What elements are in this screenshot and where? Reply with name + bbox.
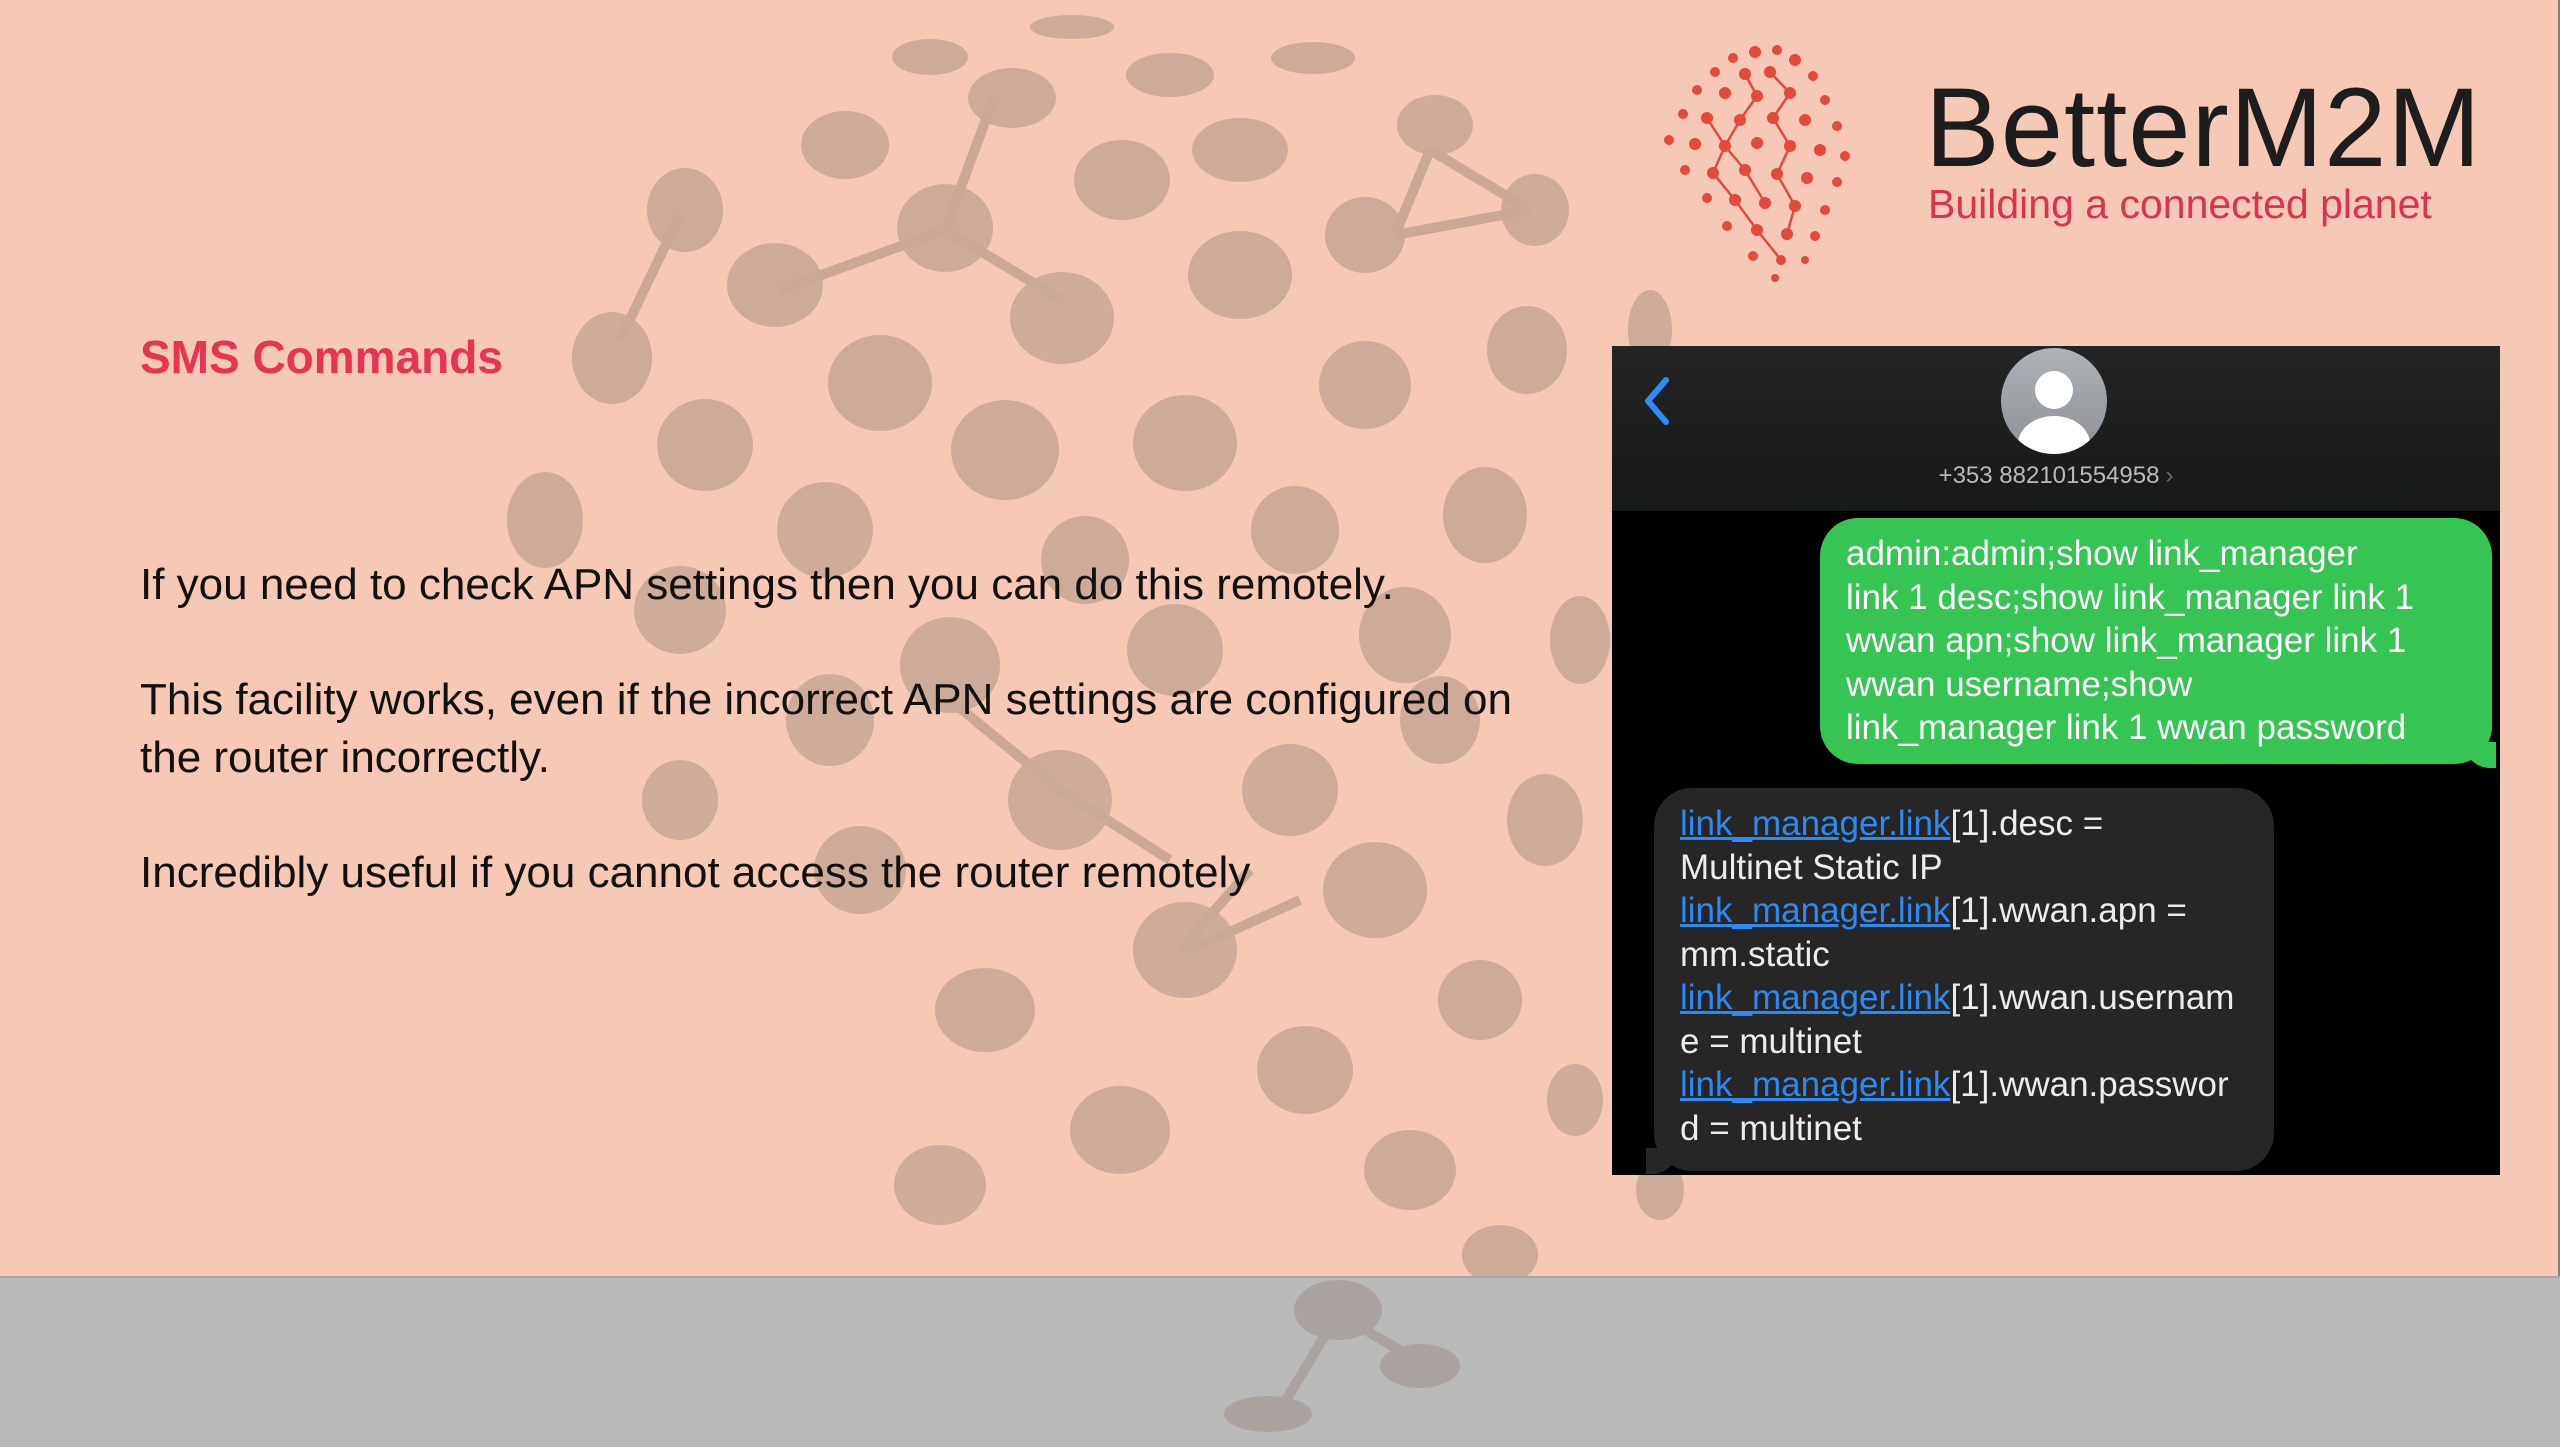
- chevron-left-icon[interactable]: [1642, 376, 1672, 426]
- message-link[interactable]: link_manager.link: [1680, 978, 1951, 1017]
- message-line: link_manager.link[1].wwan.usernam: [1680, 976, 2248, 1020]
- body-paragraph: If you need to check APN settings then y…: [140, 560, 1394, 609]
- message-line: Multinet Static IP: [1680, 846, 2248, 890]
- message-line: link_manager.link[1].desc =: [1680, 802, 2248, 846]
- bubble-tail: [1646, 1148, 1678, 1174]
- body-paragraph: Incredibly useful if you cannot access t…: [140, 848, 1251, 897]
- message-text: [1].wwan.apn =: [1950, 891, 2187, 930]
- message-text: [1].wwan.usernam: [1950, 978, 2235, 1017]
- message-line: link 1 desc;show link_manager link 1: [1846, 577, 2415, 617]
- message-line: mm.static: [1680, 933, 2248, 977]
- chevron-right-icon: ›: [2165, 462, 2174, 489]
- message-text: mm.static: [1680, 934, 1830, 974]
- bubble-tail: [2464, 742, 2496, 768]
- slide: BetterM2M Building a connected planet SM…: [0, 0, 2560, 1276]
- message-text: d = multinet: [1680, 1108, 1862, 1148]
- sent-message-bubble: admin:admin;show link_manager link 1 des…: [1820, 518, 2492, 764]
- sms-conversation-screenshot: +353 882101554958› admin:admin;show link…: [1612, 346, 2500, 1175]
- contact-avatar[interactable]: [2001, 348, 2107, 454]
- network-globe-background: [507, 15, 1684, 1276]
- message-text: [1].desc =: [1950, 804, 2104, 843]
- logo-wordmark: BetterM2M: [1925, 65, 2482, 190]
- message-line: link_manager.link[1].wwan.apn =: [1680, 889, 2248, 933]
- message-text: e = multinet: [1680, 1021, 1862, 1061]
- message-line: wwan apn;show link_manager link 1: [1846, 621, 2407, 660]
- presentation-bottom-bar: [0, 1276, 2560, 1440]
- message-link[interactable]: link_manager.link: [1680, 1065, 1951, 1104]
- message-line: admin:admin;show link_manager: [1846, 534, 2358, 573]
- message-text: Multinet Static IP: [1680, 847, 1943, 887]
- logo-tagline: Building a connected planet: [1928, 181, 2432, 227]
- message-link[interactable]: link_manager.link: [1680, 891, 1951, 930]
- body-paragraph: This facility works, even if the incorre…: [140, 675, 1512, 782]
- received-message-bubble: link_manager.link[1].desc = Multinet Sta…: [1654, 788, 2274, 1171]
- globe-logo-icon: [1664, 45, 1850, 282]
- network-node-decoration: [1224, 1280, 1460, 1432]
- message-link[interactable]: link_manager.link: [1680, 804, 1951, 843]
- message-line: link_manager link 1 wwan password: [1846, 708, 2407, 747]
- message-line: e = multinet: [1680, 1020, 2248, 1064]
- person-icon: [2018, 371, 2090, 454]
- contact-number-text: +353 882101554958: [1938, 462, 2160, 489]
- message-text: [1].wwan.passwor: [1950, 1065, 2229, 1104]
- message-line: wwan username;show: [1846, 664, 2193, 704]
- contact-number[interactable]: +353 882101554958›: [1612, 462, 2500, 490]
- message-line: link_manager.link[1].wwan.passwor: [1680, 1063, 2248, 1107]
- message-line: d = multinet: [1680, 1107, 2248, 1151]
- slide-title: SMS Commands: [140, 331, 503, 383]
